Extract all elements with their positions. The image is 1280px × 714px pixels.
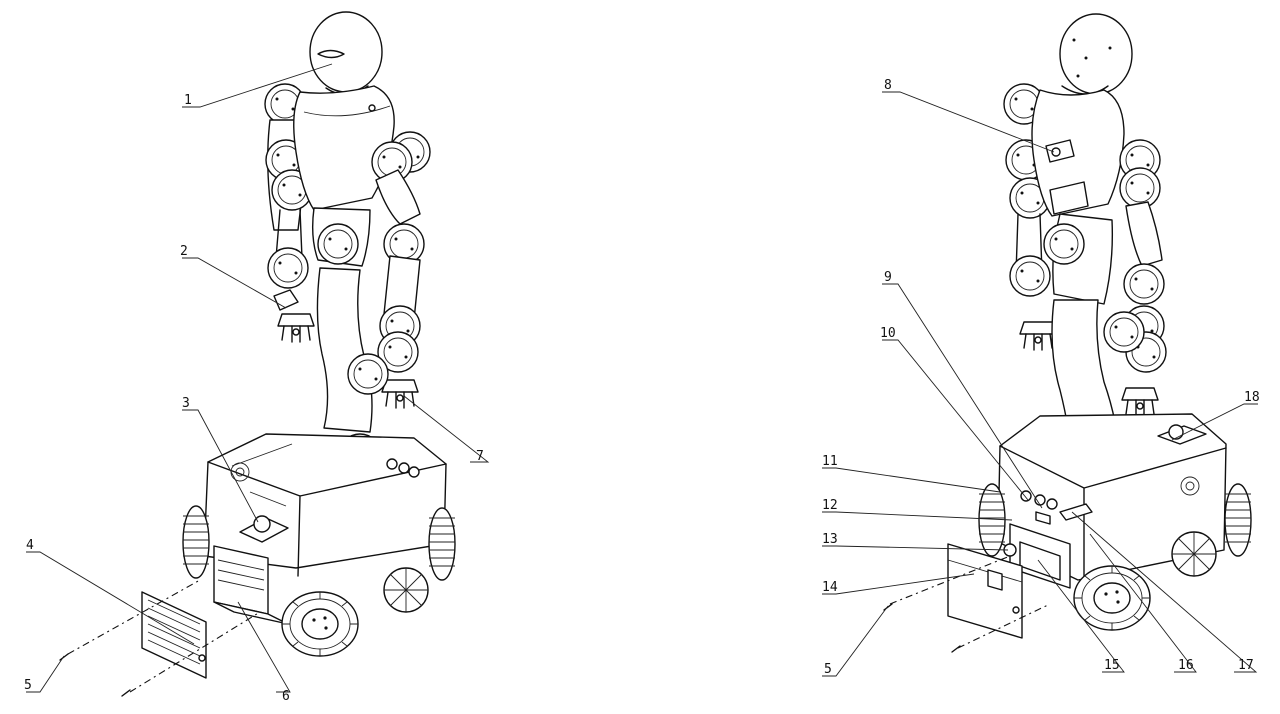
callout-13: 13 bbox=[822, 532, 838, 547]
callout-5-left: 5 bbox=[24, 678, 32, 693]
callout-4: 4 bbox=[26, 538, 34, 553]
callout-6: 6 bbox=[282, 689, 290, 704]
callout-12: 12 bbox=[822, 498, 838, 513]
exploded-rear-cover bbox=[947, 543, 1023, 639]
robot-torso-rear bbox=[1031, 89, 1125, 217]
exploded-cover-plate bbox=[141, 591, 207, 679]
callout-10: 10 bbox=[880, 326, 896, 341]
mobile-base-left bbox=[182, 433, 456, 657]
callout-11: 11 bbox=[822, 454, 838, 469]
left-arm-rear bbox=[1003, 83, 1057, 351]
callout-2: 2 bbox=[180, 244, 188, 259]
control-panel bbox=[1020, 490, 1093, 525]
left-view-drawing bbox=[26, 11, 490, 697]
screw-left-2 bbox=[121, 689, 131, 697]
mobile-base-right bbox=[978, 413, 1252, 631]
callout-15: 15 bbox=[1104, 658, 1120, 673]
callout-16: 16 bbox=[1178, 658, 1194, 673]
head-sensor-slot bbox=[317, 49, 345, 59]
callout-3: 3 bbox=[182, 396, 190, 411]
emergency-stop-button bbox=[239, 515, 289, 543]
screw-right-2 bbox=[951, 645, 961, 653]
callout-17: 17 bbox=[1238, 658, 1254, 673]
leader-lines-right bbox=[822, 91, 1258, 677]
screw-left-1 bbox=[59, 653, 69, 661]
callout-8: 8 bbox=[884, 78, 892, 93]
leader-lines-left bbox=[26, 63, 490, 693]
right-view-drawing bbox=[822, 13, 1258, 677]
callout-9: 9 bbox=[884, 270, 892, 285]
callout-7: 7 bbox=[476, 449, 484, 464]
callout-5-right: 5 bbox=[824, 662, 832, 677]
callouts-right: 8 9 10 11 12 13 14 5 15 16 17 18 bbox=[822, 78, 1260, 677]
callout-14: 14 bbox=[822, 580, 838, 595]
right-arm-rear bbox=[1119, 139, 1167, 417]
back-camera-module bbox=[1045, 139, 1075, 163]
callout-18: 18 bbox=[1244, 390, 1260, 405]
callout-1: 1 bbox=[184, 93, 192, 108]
robot-head-rear bbox=[1059, 13, 1133, 95]
right-arm bbox=[371, 131, 431, 409]
callouts-left: 1 2 3 4 5 6 7 bbox=[24, 93, 484, 704]
